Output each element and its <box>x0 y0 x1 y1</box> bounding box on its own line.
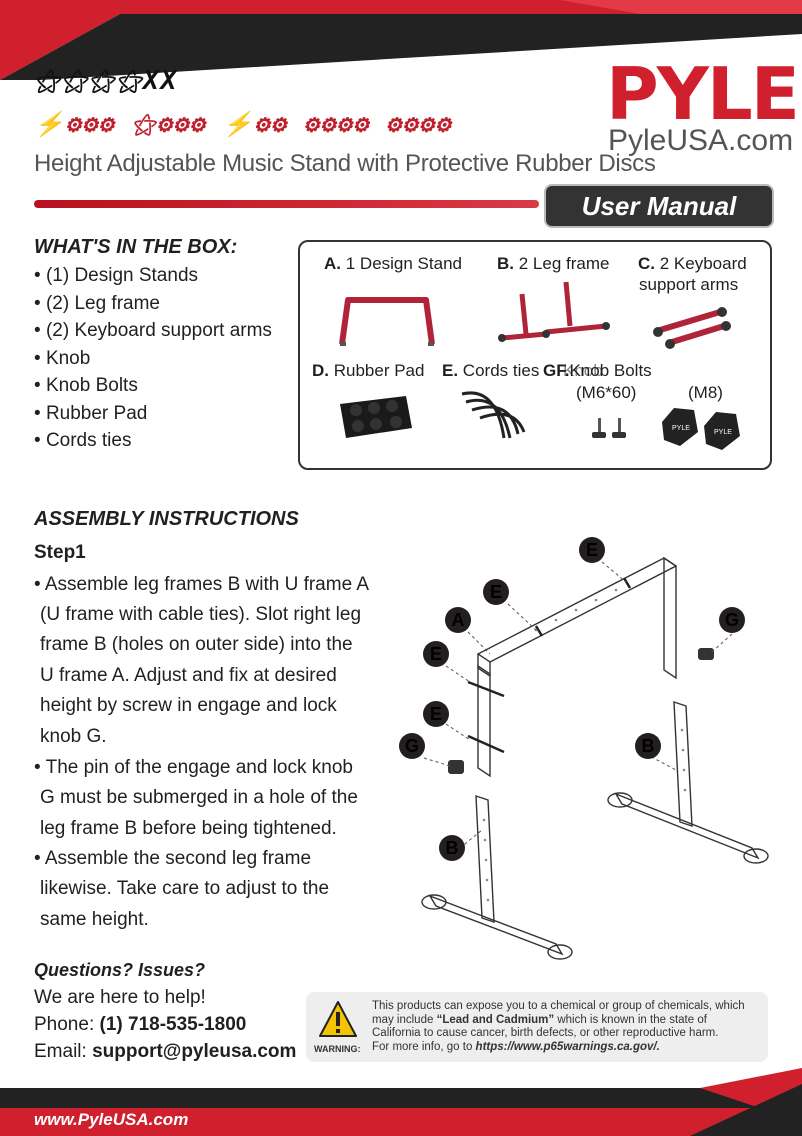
user-manual-label: User Manual <box>581 191 737 221</box>
svg-text:G: G <box>725 610 739 630</box>
pyle-logo: PYLE <box>606 52 800 136</box>
instruction-line: leg frame B before being tightened. <box>40 818 337 839</box>
email-line: Email: support@pyleusa.com <box>34 1041 297 1062</box>
warning-icon <box>319 1001 357 1037</box>
parts-illustrations: PYLE PYLE <box>339 281 740 450</box>
svg-text:B: B <box>446 838 459 858</box>
box-list: (1) Design Stands (2) Leg frame (2) Keyb… <box>34 262 272 455</box>
instruction-line: U frame A. Adjust and fix at desired <box>40 665 337 686</box>
box-title: WHAT'S IN THE BOX: <box>34 236 238 258</box>
instruction-line: • Assemble leg frames B with U frame A <box>34 574 370 595</box>
list-item: (1) Design Stands <box>34 262 272 290</box>
step-title: Step1 <box>34 542 86 563</box>
part-e-label: E. Cords ties <box>442 361 540 380</box>
list-item: Cords ties <box>34 427 272 455</box>
svg-text:G: G <box>405 736 419 756</box>
callout-b-1: B <box>635 733 661 759</box>
assembly-title: ASSEMBLY INSTRUCTIONS <box>34 508 299 530</box>
svg-text:PYLE: PYLE <box>714 429 732 436</box>
phone-number[interactable]: (1) 718-535-1800 <box>99 1014 247 1035</box>
callout-e-2: E <box>483 579 509 605</box>
svg-text:E: E <box>430 644 442 664</box>
rubber-pad-icon <box>340 396 412 438</box>
instruction-line: height by screw in engage and lock <box>40 695 337 716</box>
svg-text:E: E <box>586 540 598 560</box>
footer-band <box>0 1068 802 1136</box>
instruction-line: frame B (holes on outer side) into the <box>40 634 353 655</box>
warning-label: WARNING: <box>314 1044 361 1054</box>
instruction-line: likewise. Take care to adjust to the <box>40 878 330 899</box>
user-manual-badge: User Manual <box>546 186 772 226</box>
callout-a: A <box>445 607 471 633</box>
list-item: Knob <box>34 345 272 373</box>
footer-url[interactable]: www.PyleUSA.com <box>34 1110 189 1129</box>
svg-text:E: E <box>430 704 442 724</box>
list-item: (2) Keyboard support arms <box>34 317 272 345</box>
svg-text:A: A <box>452 610 465 630</box>
phone-line: Phone: (1) 718-535-1800 <box>34 1014 247 1035</box>
m6-label: (M6*60) <box>576 383 637 402</box>
callout-e-4: E <box>423 701 449 727</box>
assembly-diagram: E E A G E E G B B <box>399 537 769 960</box>
callout-b-2: B <box>439 835 465 861</box>
svg-text:E: E <box>490 582 502 602</box>
warning-text: This products can expose you to a chemic… <box>372 1000 745 1053</box>
design-stand-icon <box>339 297 435 346</box>
knob-icon: PYLE PYLE <box>662 408 740 450</box>
svg-text:PYLE: PYLE <box>672 425 690 432</box>
part-d-label: D. Rubber Pad <box>312 361 425 380</box>
keyboard-arm-icon <box>653 307 731 349</box>
instruction-line: G must be submerged in a hole of the <box>40 787 358 808</box>
instruction-line: (U frame with cable ties). Slot right le… <box>40 604 362 625</box>
list-item: Rubber Pad <box>34 400 272 428</box>
part-a-label: A. 1 Design Stand <box>324 254 462 273</box>
callout-e-1: E <box>579 537 605 563</box>
parts-panel <box>298 240 772 470</box>
callout-g-2: G <box>399 733 425 759</box>
header-divider <box>34 200 539 208</box>
instruction-line: same height. <box>40 909 149 930</box>
logo-url: PyleUSA.com <box>608 124 794 157</box>
help-title: Questions? Issues? <box>34 960 206 980</box>
help-line: We are here to help! <box>34 987 206 1008</box>
part-c-label: C. 2 Keyboard <box>638 254 747 273</box>
leg-frame-icon <box>501 281 607 341</box>
list-item: Knob Bolts <box>34 372 272 400</box>
email-link[interactable]: support@pyleusa.com <box>92 1041 297 1062</box>
instruction-line: • The pin of the engage and lock knob <box>34 757 353 778</box>
header-band <box>0 0 802 80</box>
part-b-label: B. 2 Leg frame <box>497 254 610 273</box>
product-name: ⚡⚙⚙⚙ ⚝⚙⚙⚙ ⚡⚙⚙ ⚙⚙⚙⚙ ⚙⚙⚙⚙ <box>34 110 453 138</box>
knob-bolt-icon <box>592 418 626 438</box>
list-item: (2) Leg frame <box>34 290 272 318</box>
knob-overlap-label: Knob <box>563 361 603 380</box>
instruction-line: • Assemble the second leg frame <box>34 848 312 869</box>
cord-ties-icon <box>461 391 526 439</box>
svg-text:B: B <box>642 736 655 756</box>
warning-box <box>306 992 768 1062</box>
p65-link[interactable]: https://www.p65warnings.ca.gov/. <box>475 1040 660 1053</box>
product-subtitle: Height Adjustable Music Stand with Prote… <box>34 150 656 177</box>
part-gf-label: GF.Knob Bolts <box>543 361 652 380</box>
instruction-line: knob G. <box>40 726 107 747</box>
model-number: ⚝⚝⚝⚝XX <box>34 66 179 96</box>
callout-e-3: E <box>423 641 449 667</box>
m8-label: (M8) <box>688 383 723 402</box>
callout-g-1: G <box>719 607 745 633</box>
part-c-label-2: support arms <box>639 275 739 294</box>
